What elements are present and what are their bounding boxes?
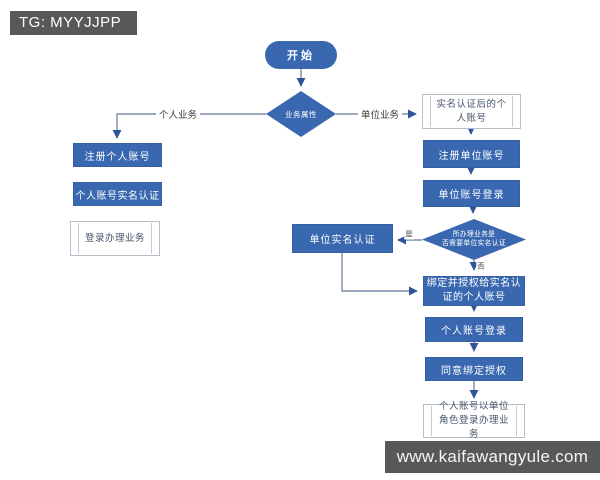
- node-personal-account-login: 个人账号登录: [425, 317, 523, 342]
- node-login-handle-business: 登录办理业务: [70, 221, 160, 256]
- edge-label-personal-business: 个人业务: [155, 107, 201, 121]
- node-agree-bind-authorization: 同意绑定授权: [425, 357, 523, 381]
- decision-line1: 所办理业务是: [452, 231, 496, 239]
- node-login-as-unit-role: 个人账号以单位角色登录办理业务: [423, 401, 525, 440]
- edge-unit-realname-to-bind: [341, 253, 418, 296]
- start-node: 开始: [265, 41, 337, 69]
- edge-label-yes: 是: [404, 228, 414, 240]
- node-personal-realname-auth: 个人账号实名认证: [73, 182, 162, 206]
- decision-business-type-label: 业务属性: [285, 109, 317, 119]
- edge-label-unit-business: 单位业务: [357, 107, 403, 121]
- node-unit-realname-auth: 单位实名认证: [292, 224, 393, 253]
- edge-label-no: 否: [476, 260, 486, 272]
- node-realname-personal-account: 实名认证后的个人账号: [422, 94, 521, 129]
- decision-need-unit-realname: 所办理业务是 否需要单位实名认证: [422, 219, 526, 260]
- watermark-website-bar: www.kaifawangyule.com: [385, 441, 600, 473]
- decision-need-unit-realname-label: 所办理业务是 否需要单位实名认证: [442, 231, 506, 248]
- node-unit-account-login: 单位账号登录: [423, 180, 520, 207]
- node-register-personal-account: 注册个人账号: [73, 143, 162, 167]
- decision-business-type: 业务属性: [266, 91, 336, 137]
- node-register-unit-account: 注册单位账号: [423, 140, 520, 168]
- watermark-telegram-badge: TG: MYYJJPP: [10, 11, 137, 35]
- decision-line2: 否需要单位实名认证: [442, 239, 506, 247]
- node-bind-authorize-account: 绑定并授权给实名认证的个人账号: [423, 276, 525, 306]
